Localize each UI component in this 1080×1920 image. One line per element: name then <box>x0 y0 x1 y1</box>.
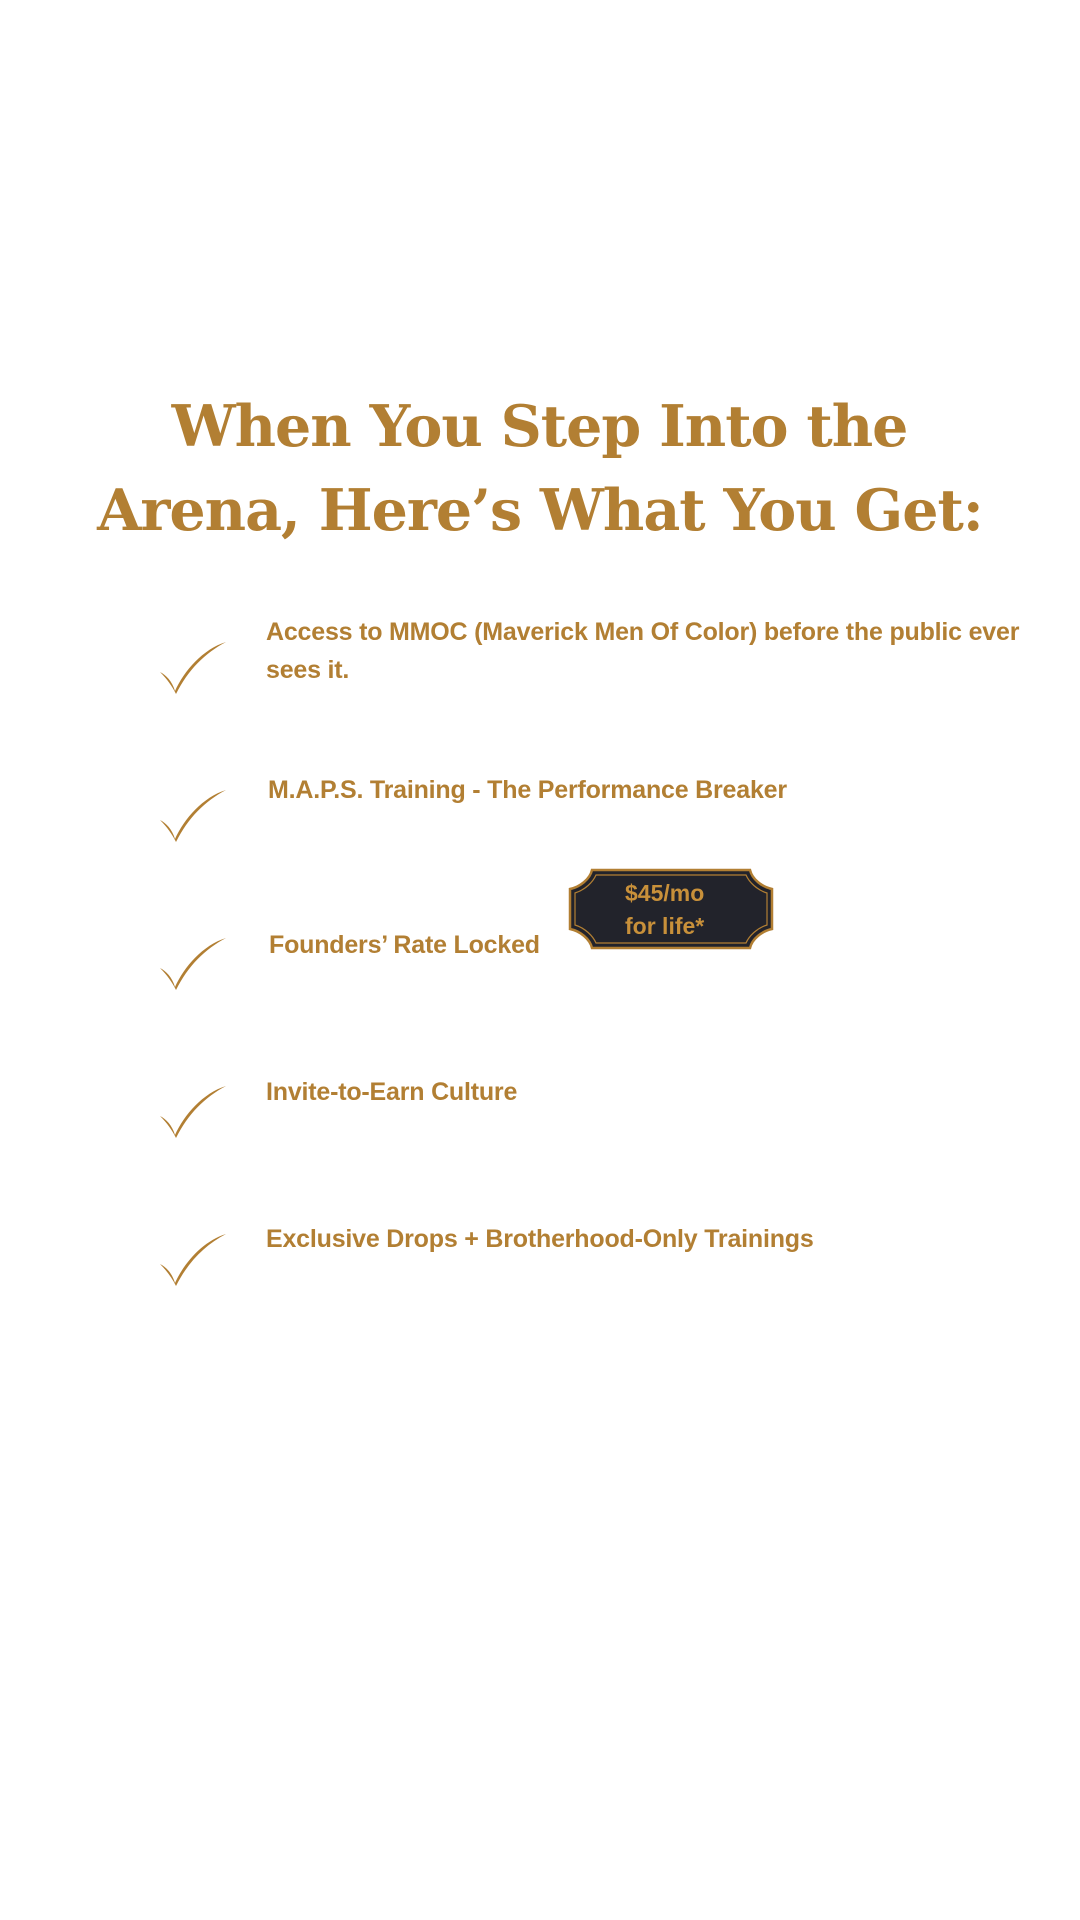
ornate-frame-icon <box>568 868 774 950</box>
benefit-text: M.A.P.S. Training - The Performance Brea… <box>268 776 787 804</box>
benefit-text: Invite-to-Earn Culture <box>266 1078 518 1106</box>
price-term: for life* <box>625 913 705 939</box>
checkmark-icon <box>157 932 229 992</box>
checkmark-icon <box>157 1080 229 1140</box>
price-amount: $45/mo <box>625 880 705 906</box>
headline-line-1: When You Step Into the <box>171 393 909 460</box>
price-badge: $45/mo for life* <box>568 868 774 950</box>
checkmark-icon <box>157 784 229 844</box>
benefit-text: Access to MMOC (Maverick Men Of Color) b… <box>266 618 1020 684</box>
benefit-text: Founders’ Rate Locked <box>269 931 540 959</box>
benefit-text: Exclusive Drops + Brotherhood-Only Train… <box>266 1225 814 1253</box>
price-badge-text: $45/mo for life* <box>625 877 704 943</box>
page-headline: When You Step Into the Arena, Here’s Wha… <box>0 385 1080 553</box>
checkmark-icon <box>157 636 229 696</box>
checkmark-icon <box>157 1228 229 1288</box>
headline-line-2: Arena, Here’s What You Get: <box>97 477 984 544</box>
